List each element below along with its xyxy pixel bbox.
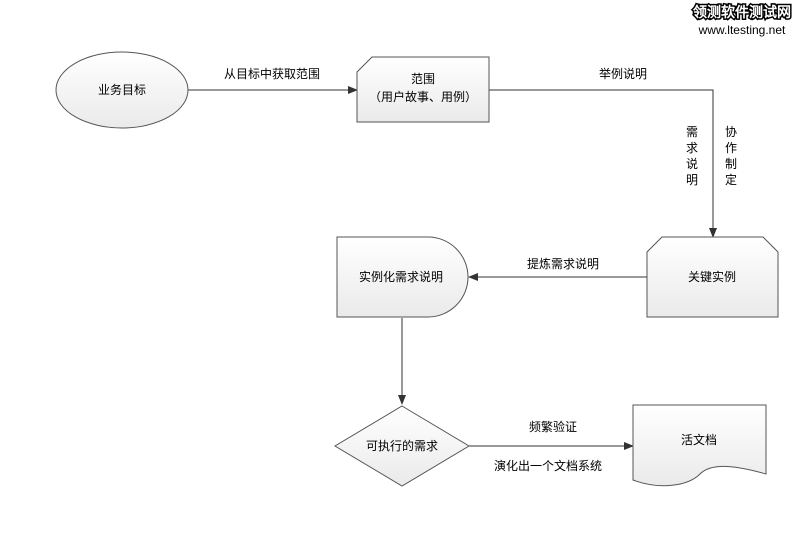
node-executable-spec <box>334 405 470 487</box>
node-scope <box>356 56 490 123</box>
label-specify-char-3: 说 <box>686 156 698 171</box>
node-business-goal <box>55 51 189 129</box>
watermark-title: 领测软件测试网 <box>693 4 791 21</box>
node-executable-spec-label: 可执行的需求 <box>366 438 438 453</box>
label-collab-char-2: 作 <box>725 141 737 155</box>
node-spec-by-example-label: 实例化需求说明 <box>359 269 443 284</box>
node-spec-by-example <box>336 236 469 318</box>
label-collab-char-4: 定 <box>725 172 737 187</box>
label-illustrate: 举例说明 <box>599 66 647 81</box>
node-key-examples-label: 关键实例 <box>688 269 736 284</box>
label-specify-char-4: 明 <box>686 173 698 187</box>
node-scope-label-2: （用户故事、用例） <box>369 89 477 104</box>
label-specify-char-1: 需 <box>686 125 698 139</box>
node-scope-label-1: 范围 <box>411 72 435 86</box>
node-living-doc-label: 活文档 <box>681 432 717 447</box>
label-evolve: 演化出一个文档系统 <box>494 458 602 473</box>
label-collab-char-3: 制 <box>725 157 737 171</box>
label-refine: 提炼需求说明 <box>527 256 599 271</box>
watermark-url: www.ltesting.net <box>698 23 786 37</box>
node-key-examples <box>646 236 779 318</box>
node-business-goal-label: 业务目标 <box>98 82 146 97</box>
node-living-doc <box>632 404 767 487</box>
label-collab-char-1: 协 <box>725 124 737 139</box>
edge-scope-to-examples <box>489 89 717 238</box>
label-validate: 频繁验证 <box>529 419 577 434</box>
label-specify-char-2: 求 <box>686 141 698 155</box>
label-derive-scope: 从目标中获取范围 <box>224 66 320 81</box>
